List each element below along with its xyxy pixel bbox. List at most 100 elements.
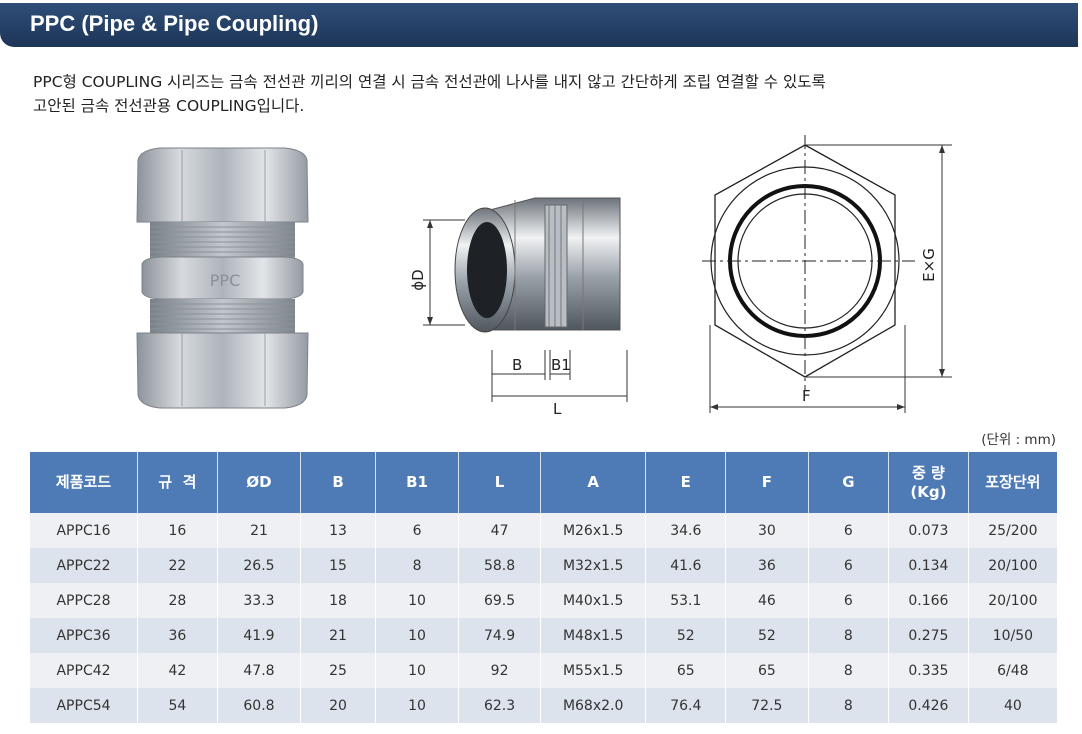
table-cell: 52 bbox=[645, 618, 727, 653]
header-cell: A bbox=[540, 452, 647, 513]
table-cell: 25/200 bbox=[968, 513, 1057, 548]
table-cell: 8 bbox=[808, 688, 890, 723]
table-cell: APPC28 bbox=[30, 583, 139, 618]
header-cell: 제품코드 bbox=[30, 452, 139, 513]
table-cell: 40 bbox=[968, 688, 1057, 723]
table-cell: 33.3 bbox=[217, 583, 302, 618]
table-cell: 16 bbox=[137, 513, 218, 548]
dim-d-label: ϕD bbox=[409, 269, 427, 290]
front-view-diagram: E×G F bbox=[702, 135, 952, 413]
table-cell: 0.166 bbox=[888, 583, 969, 618]
header-cell-weight: 중 량 (Kg) bbox=[888, 452, 969, 513]
table-cell: 28 bbox=[137, 583, 218, 618]
table-cell: 6 bbox=[808, 513, 890, 548]
description-line-2: 고안된 금속 전선관용 COUPLING입니다. bbox=[33, 97, 305, 115]
table-cell: 62.3 bbox=[458, 688, 541, 723]
dim-b1-label: B1 bbox=[551, 356, 571, 374]
side-view-diagram: ϕD B B1 L bbox=[409, 197, 628, 418]
table-cell: 10/50 bbox=[968, 618, 1057, 653]
table-cell: M55x1.5 bbox=[540, 653, 647, 688]
table-cell: M68x2.0 bbox=[540, 688, 647, 723]
table-cell: 20/100 bbox=[968, 583, 1057, 618]
table-cell: 76.4 bbox=[645, 688, 727, 723]
page-title: PPC (Pipe & Pipe Coupling) bbox=[30, 11, 319, 36]
table-cell: 54 bbox=[137, 688, 218, 723]
table-cell: 6 bbox=[808, 583, 890, 618]
table-cell: 0.335 bbox=[888, 653, 969, 688]
table-cell: 6/48 bbox=[968, 653, 1057, 688]
table-cell: M48x1.5 bbox=[540, 618, 647, 653]
table-cell: 65 bbox=[645, 653, 727, 688]
product-photo: PPC bbox=[136, 147, 309, 409]
table-cell: M40x1.5 bbox=[540, 583, 647, 618]
table-cell: M32x1.5 bbox=[540, 548, 647, 583]
header-cell: B1 bbox=[375, 452, 460, 513]
table-cell: 8 bbox=[808, 618, 890, 653]
table-cell: 41.9 bbox=[217, 618, 302, 653]
header-cell: 포장단위 bbox=[968, 452, 1057, 513]
dim-b-label: B bbox=[512, 356, 522, 374]
table-cell: 47.8 bbox=[217, 653, 302, 688]
spec-table: 제품코드 규 격 ØD B B1 L A E F G 중 량 (Kg) 포장단위… bbox=[30, 452, 1057, 723]
dim-exg-label: E×G bbox=[920, 248, 938, 282]
table-cell: 0.275 bbox=[888, 618, 969, 653]
table-cell: APPC36 bbox=[30, 618, 139, 653]
dim-f-label: F bbox=[802, 387, 811, 405]
table-cell: 6 bbox=[808, 548, 890, 583]
description-line-1: PPC형 COUPLING 시리즈는 금속 전선관 끼리의 연결 시 금속 전선… bbox=[33, 73, 826, 91]
product-description: PPC형 COUPLING 시리즈는 금속 전선관 끼리의 연결 시 금속 전선… bbox=[33, 70, 1063, 118]
header-cell: B bbox=[300, 452, 376, 513]
table-cell: 10 bbox=[375, 653, 460, 688]
table-cell: 8 bbox=[808, 653, 890, 688]
table-cell: 92 bbox=[458, 653, 541, 688]
table-cell: 36 bbox=[137, 618, 218, 653]
table-cell: 0.426 bbox=[888, 688, 969, 723]
header-cell: E bbox=[645, 452, 727, 513]
table-cell: 25 bbox=[300, 653, 376, 688]
dim-l-label: L bbox=[553, 400, 562, 418]
table-cell: APPC22 bbox=[30, 548, 139, 583]
table-cell: 52 bbox=[725, 618, 809, 653]
weight-header-label: 중 량 bbox=[912, 463, 945, 482]
table-cell: 0.073 bbox=[888, 513, 969, 548]
table-cell: 60.8 bbox=[217, 688, 302, 723]
table-cell: 10 bbox=[375, 583, 460, 618]
table-cell: APPC16 bbox=[30, 513, 139, 548]
title-bar: PPC (Pipe & Pipe Coupling) bbox=[0, 3, 1078, 47]
table-cell: M26x1.5 bbox=[540, 513, 647, 548]
table-cell: 36 bbox=[725, 548, 809, 583]
table-cell: 0.134 bbox=[888, 548, 969, 583]
table-cell: 20 bbox=[300, 688, 376, 723]
table-cell: 21 bbox=[300, 618, 376, 653]
header-cell: 규 격 bbox=[137, 452, 218, 513]
table-cell: APPC54 bbox=[30, 688, 139, 723]
table-cell: 15 bbox=[300, 548, 376, 583]
header-cell: ØD bbox=[217, 452, 302, 513]
table-cell: 18 bbox=[300, 583, 376, 618]
table-cell: 8 bbox=[375, 548, 460, 583]
table-cell: 46 bbox=[725, 583, 809, 618]
table-cell: 47 bbox=[458, 513, 541, 548]
table-cell: 10 bbox=[375, 618, 460, 653]
header-cell: F bbox=[725, 452, 809, 513]
header-cell: G bbox=[808, 452, 890, 513]
table-cell: 34.6 bbox=[645, 513, 727, 548]
table-cell: 13 bbox=[300, 513, 376, 548]
table-cell: 69.5 bbox=[458, 583, 541, 618]
table-cell: 21 bbox=[217, 513, 302, 548]
table-cell: APPC42 bbox=[30, 653, 139, 688]
table-cell: 22 bbox=[137, 548, 218, 583]
unit-note: (단위 : mm) bbox=[981, 432, 1056, 448]
emboss-label: PPC bbox=[210, 271, 240, 290]
table-cell: 41.6 bbox=[645, 548, 727, 583]
table-cell: 53.1 bbox=[645, 583, 727, 618]
table-cell: 42 bbox=[137, 653, 218, 688]
table-cell: 26.5 bbox=[217, 548, 302, 583]
